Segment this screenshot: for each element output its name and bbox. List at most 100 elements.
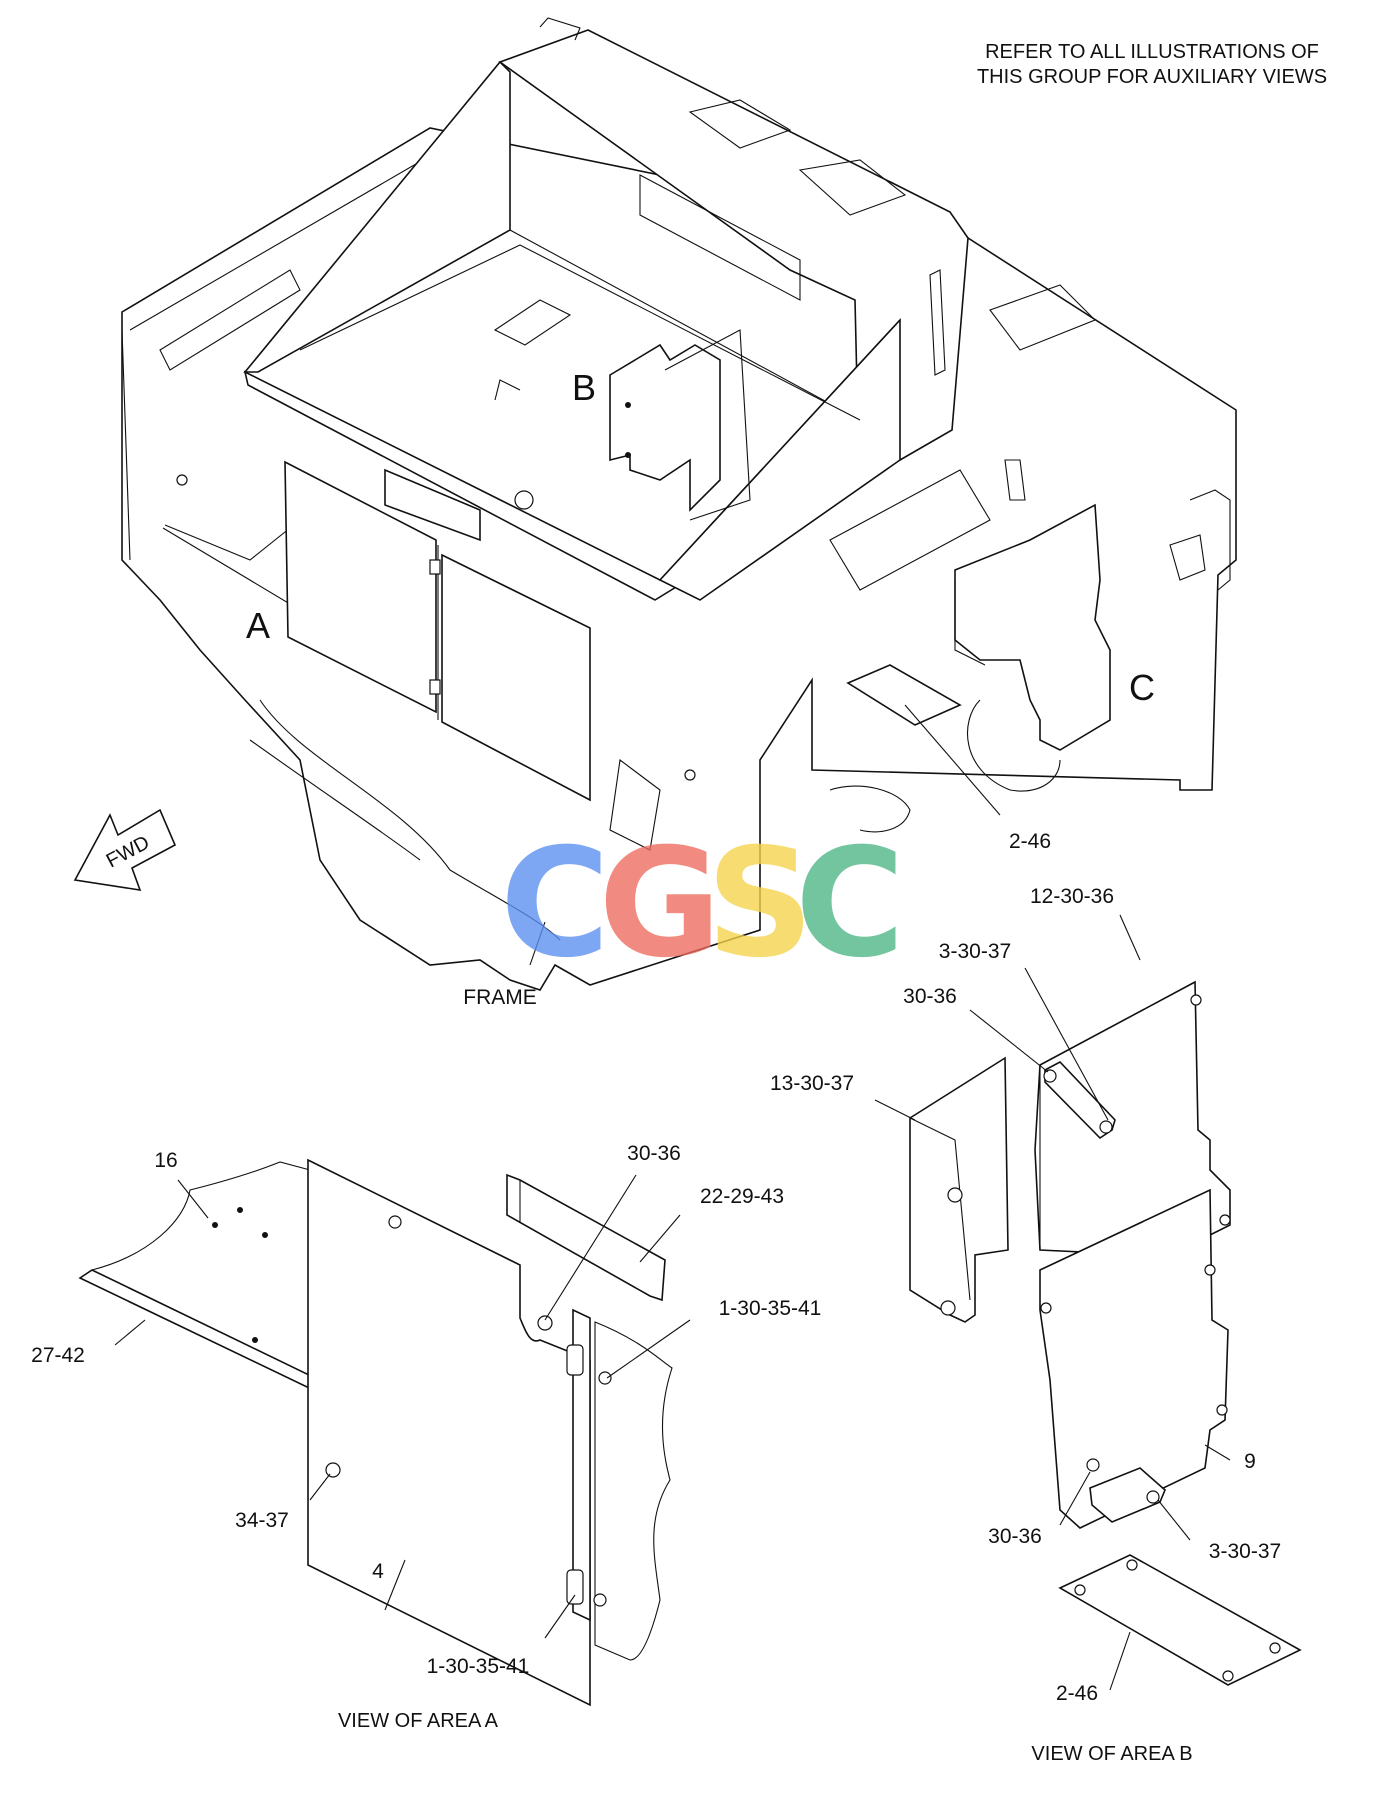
callout-2-46-main: 2-46: [1009, 830, 1051, 853]
plate-16-hole: [262, 1232, 268, 1238]
hose-loop: [967, 699, 1061, 792]
cab-display-panel: [639, 174, 801, 301]
panel-9-hole: [1204, 1264, 1216, 1276]
callout-3-30-37-top: 3-30-37: [939, 940, 1011, 963]
watermark-letter-1: C: [500, 817, 610, 991]
callout-30-36-bottom: 30-36: [988, 1525, 1042, 1548]
reference-note-line-1: REFER TO ALL ILLUSTRATIONS OF: [985, 41, 1319, 63]
front-access-panel-left: [284, 460, 437, 714]
leader-3-30-37-bottom: [1157, 1499, 1191, 1541]
tube-end: [1146, 1490, 1160, 1504]
callout-2-46-detail: 2-46: [1056, 1682, 1098, 1705]
fastener-30-36-bottom: [1086, 1458, 1100, 1472]
callout-16: 16: [154, 1149, 177, 1172]
callout-1-30-35-41-bottom: 1-30-35-41: [427, 1655, 530, 1678]
frame-leader: [529, 921, 546, 966]
callout-13-30-37: 13-30-37: [770, 1072, 854, 1095]
watermark-letter-4: C: [795, 817, 905, 991]
fastener-30-36-top: [1043, 1069, 1057, 1083]
callout-27-42: 27-42: [31, 1344, 85, 1367]
floor-detail: [494, 379, 521, 401]
leader-1-30-35-41-bottom: [544, 1594, 576, 1639]
leader-30-36: [544, 1174, 637, 1321]
adjacent-panel-edge: [594, 1321, 673, 1661]
pin-tube: [829, 785, 911, 833]
frame-left-edge: [121, 329, 131, 561]
floor-inner-line: [299, 244, 861, 421]
bracket-bolt: [625, 402, 631, 408]
plate-hole: [1222, 1670, 1234, 1682]
bracket-flange: [909, 1117, 971, 1301]
item-2-46-leader: [904, 704, 1001, 816]
bracket-fastener: [940, 1300, 956, 1316]
plate-16-hole: [212, 1222, 218, 1228]
frame-shelf-edge: [162, 527, 306, 621]
floor-plate-2-46-detail: [1058, 1554, 1302, 1686]
left-side-plate: [243, 60, 511, 373]
floor-bracket: [493, 299, 572, 346]
panel-9-hole: [1216, 1404, 1228, 1416]
callout-12-30-36: 12-30-36: [1030, 885, 1114, 908]
right-deck-plate: [829, 469, 991, 591]
hinge-block: [429, 679, 441, 695]
right-side-plate: [658, 317, 901, 601]
panel-9-hole: [1040, 1302, 1052, 1314]
cab-side-slot: [929, 269, 946, 376]
plate-hole: [1269, 1642, 1281, 1654]
callout-4: 4: [372, 1560, 384, 1583]
tube-end: [1099, 1120, 1113, 1134]
cgsc-watermark-logo: C G S C: [500, 817, 905, 991]
frame-top-edge: [129, 149, 441, 331]
plate-16-outline: [91, 1161, 311, 1271]
panel-12-hole: [1219, 1214, 1231, 1226]
leader-9: [1204, 1444, 1231, 1461]
area-c-panel: [954, 503, 1111, 751]
reference-note-line-2: THIS GROUP FOR AUXILIARY VIEWS: [977, 66, 1327, 88]
top-rail-bracket: [384, 468, 481, 542]
underbody-curve: [249, 739, 421, 861]
fastener-34-37: [325, 1462, 341, 1478]
leader-16: [177, 1179, 209, 1219]
hinge-1-30-35-41-top: [566, 1344, 584, 1376]
panel-4-fastener: [388, 1215, 402, 1229]
panel-12-30-36: [1034, 980, 1231, 1259]
cab-roof-panel: [798, 159, 907, 216]
watermark-letter-2: G: [598, 817, 721, 991]
bracket-bolt: [625, 452, 631, 458]
hinge-bolt: [598, 1371, 612, 1385]
fastener-30-36: [537, 1315, 553, 1331]
callout-30-36-a: 30-36: [627, 1142, 681, 1165]
callout-3-30-37-bottom: 3-30-37: [1209, 1540, 1281, 1563]
lower-bracket: [609, 759, 661, 851]
leader-4: [384, 1559, 406, 1611]
area-label-a: A: [246, 605, 270, 646]
panel-12-hole: [1190, 994, 1202, 1006]
hinge-block: [429, 559, 441, 575]
leader-12-30-36: [1119, 914, 1141, 961]
frame-hole: [176, 474, 188, 486]
main-assembly-view: A B C FRAME 2-46: [121, 17, 1237, 1009]
center-fastener: [514, 490, 534, 510]
leader-34-37: [309, 1473, 331, 1501]
callout-22-29-43: 22-29-43: [700, 1185, 784, 1208]
hinge-bolt: [593, 1593, 607, 1607]
caption-view-area-a: VIEW OF AREA A: [338, 1710, 499, 1732]
floor-plate-2-46: [846, 664, 962, 726]
view-area-b: 12-30-36 3-30-37 30-36 13-30-37 9 30-36 …: [770, 885, 1302, 1765]
leader-30-36-bottom: [1059, 1471, 1091, 1526]
callout-1-30-35-41-top: 1-30-35-41: [719, 1297, 822, 1320]
cab-roof-panel: [688, 99, 792, 149]
tube-3-30-37-top: [1044, 1061, 1116, 1140]
area-c-bracket: [1189, 489, 1231, 591]
view-area-a: 16 30-36 22-29-43 1-30-35-41 27-42 34-37…: [31, 1142, 821, 1732]
rail-22-29-43: [506, 1173, 666, 1302]
forward-arrow-icon: FWD: [73, 808, 177, 891]
leader-27-42: [114, 1319, 146, 1346]
hinge-strip: [572, 1308, 591, 1622]
plate-16-hole: [252, 1337, 258, 1343]
access-panel-4: [307, 1158, 591, 1707]
area-label-c: C: [1129, 667, 1155, 708]
caption-view-area-b: VIEW OF AREA B: [1031, 1743, 1192, 1765]
